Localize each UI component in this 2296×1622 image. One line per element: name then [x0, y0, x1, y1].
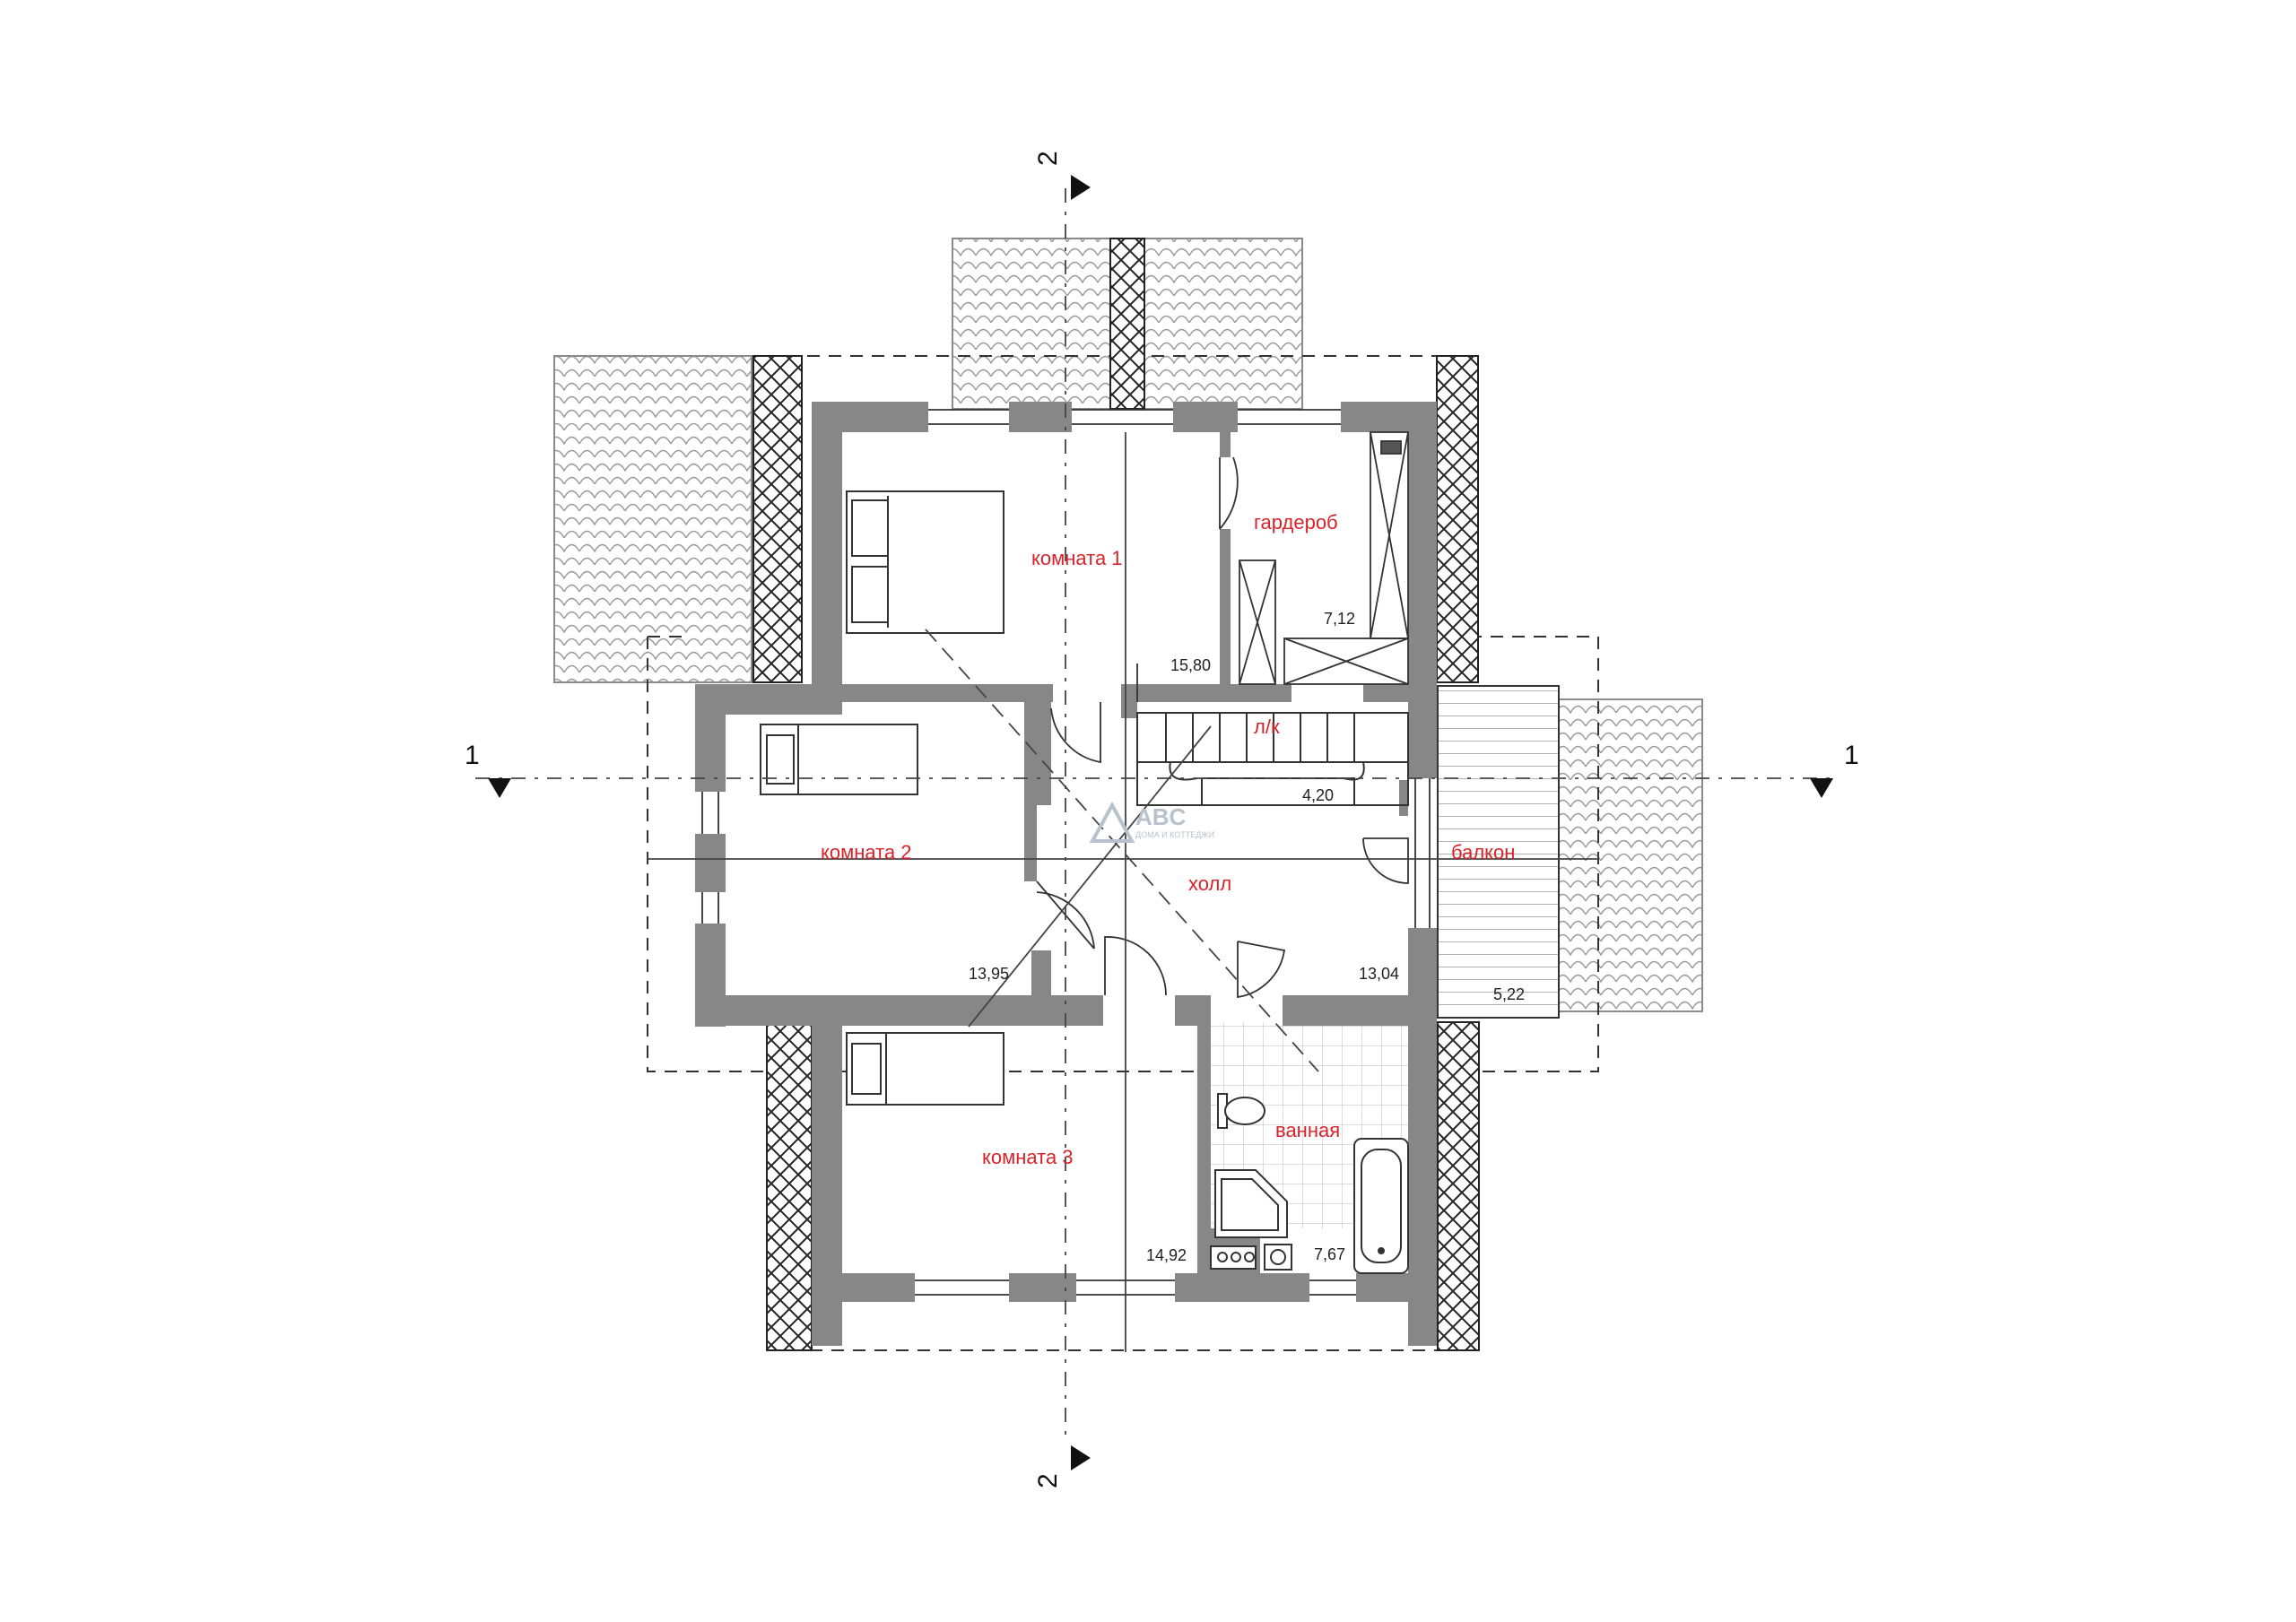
svg-text:ДОМА И КОТТЕДЖИ: ДОМА И КОТТЕДЖИ	[1135, 830, 1214, 839]
windows	[701, 409, 1431, 1296]
bed-room3	[846, 1032, 1004, 1106]
room3-label: комната 3	[982, 1146, 1074, 1168]
wardrobe-label: гардероб	[1254, 511, 1338, 533]
bath-fixtures	[1210, 1093, 1409, 1274]
roof-outline	[647, 355, 1599, 1351]
balcony-label: балкон	[1451, 841, 1515, 863]
section-2-top-label: 2	[1033, 151, 1063, 166]
doors	[1036, 456, 1409, 999]
balcony-deck	[1437, 685, 1560, 1019]
svg-text:ABC: ABC	[1135, 803, 1187, 830]
section-markers	[488, 175, 1833, 1470]
wardrobe-shelves	[1239, 431, 1409, 685]
section-lines	[475, 188, 1830, 1444]
room2-area: 13,95	[969, 965, 1009, 983]
room1-label: комната 1	[1031, 547, 1123, 569]
room3-area: 14,92	[1146, 1246, 1187, 1264]
bath-area: 7,67	[1314, 1245, 1345, 1263]
hall-label: холл	[1188, 872, 1231, 895]
room2-label: комната 2	[821, 841, 912, 863]
section-2-bottom-label: 2	[1033, 1473, 1063, 1488]
bed-room2	[760, 724, 918, 795]
stair-label: л/к	[1254, 716, 1280, 738]
hall-area: 13,04	[1359, 965, 1399, 983]
section-1-left-label: 1	[465, 741, 480, 770]
section-1-right-label: 1	[1844, 741, 1859, 770]
logo-watermark: ABC ДОМА И КОТТЕДЖИ	[1089, 801, 1214, 843]
wardrobe-area: 7,12	[1324, 610, 1355, 628]
bed-room1	[846, 490, 1004, 634]
balcony-area: 5,22	[1493, 985, 1525, 1003]
bath-label: ванная	[1275, 1119, 1340, 1141]
room1-area: 15,80	[1170, 656, 1211, 674]
logo-triangle-icon	[1089, 801, 1135, 843]
stair-area: 4,20	[1302, 786, 1334, 804]
